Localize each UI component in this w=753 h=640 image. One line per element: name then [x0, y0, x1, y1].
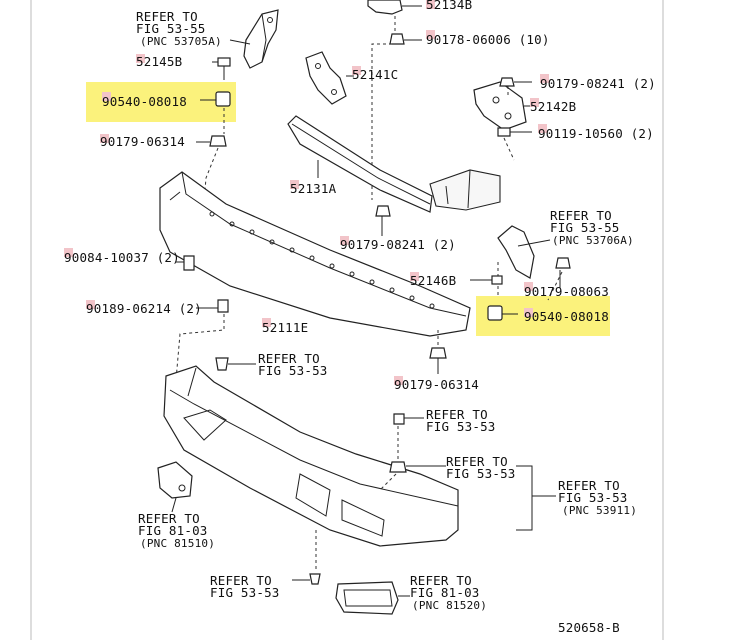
clip-refer-5353-mid: [393, 413, 424, 425]
frame-rail: [429, 169, 501, 211]
label-52141c: 52141C: [352, 67, 398, 82]
bolt-90119: [497, 127, 532, 137]
label-90179-08063: 90179-08063: [524, 284, 609, 299]
nut-90179-08241-top: [499, 77, 532, 87]
bolt-refer-5353-left: [215, 357, 256, 371]
label-52131a: 52131A: [290, 181, 337, 196]
refer-53706a-line3: (PNC 53706A): [552, 234, 634, 247]
right-page-edge: [662, 0, 664, 640]
refer-5353-d-line2: FIG 53-53: [210, 585, 280, 600]
label-90540-08018-right: 90540-08018: [524, 309, 609, 324]
refer-53706a-line1: REFER TO: [550, 208, 612, 223]
bracket-53706a: [497, 225, 551, 279]
nut-90540-left: [200, 91, 231, 107]
front-bumper-cover: [163, 365, 459, 547]
bolt-90084: [176, 255, 195, 271]
bumper-reinforcement-52111e: [159, 171, 471, 337]
part-52134b: [367, 0, 422, 15]
refer-53911-line1: REFER TO: [558, 478, 620, 493]
label-52111e: 52111E: [262, 320, 308, 335]
refer-81510-line1: REFER TO: [138, 511, 200, 526]
refer-53911-line3: (PNC 53911): [562, 504, 637, 517]
part-markers: [64, 0, 549, 385]
refer-81510-line2: FIG 81-03: [138, 523, 208, 538]
refer-5353-b-line2: FIG 53-53: [426, 419, 496, 434]
refer-53705a-line1: REFER TO: [136, 9, 198, 24]
label-90179-08241-mid: 90179-08241 (2): [340, 237, 456, 252]
refer-5353-d-line1: REFER TO: [210, 573, 272, 588]
left-page-edge: [30, 0, 32, 640]
label-90179-08241-top: 90179-08241 (2): [540, 76, 656, 91]
bolt-refer-5353-bottom: [292, 573, 321, 585]
nut-90179-08063: [555, 257, 571, 288]
bolt-52145b: [212, 57, 231, 80]
bracket-52142b: [473, 81, 532, 131]
refer-81520-line2: FIG 81-03: [410, 585, 480, 600]
label-90540-08018-left: 90540-08018: [102, 94, 187, 109]
bolt-90189: [196, 299, 229, 313]
bracket-refer-53911: [516, 465, 556, 531]
refer-5353-a-line2: FIG 53-53: [258, 363, 328, 378]
nut-90540-right: [487, 305, 518, 321]
bracket-53705a: [229, 9, 279, 69]
label-90179-06314-left: 90179-06314: [100, 134, 185, 149]
clip-90178: [389, 33, 422, 45]
diagram-id: 520658-B: [558, 620, 620, 635]
nut-90179-06314-left: [196, 135, 227, 147]
refer-5353-a-line1: REFER TO: [258, 351, 320, 366]
refer-53705a-line3: (PNC 53705A): [140, 35, 222, 48]
fog-lamp-right: [335, 581, 410, 615]
highlight-box-90540-left: [86, 82, 236, 122]
leader-52142b: [503, 86, 515, 161]
label-52142b: 52142B: [530, 99, 576, 114]
fog-lamp-left: [157, 461, 193, 513]
leader-bumper-clips: [379, 426, 399, 491]
refer-53705a-line2: FIG 53-55: [136, 21, 206, 36]
refer-81520-line1: REFER TO: [410, 573, 472, 588]
refer-5353-c-line1: REFER TO: [446, 454, 508, 469]
reinforcement-52131a: [287, 115, 433, 213]
refer-81520-line3: (PNC 81520): [412, 599, 487, 612]
refer-5353-b-line1: REFER TO: [426, 407, 488, 422]
nut-90179-06314-right: [429, 347, 447, 374]
clip-refer-5353-lower: [389, 461, 446, 473]
refer-5353-c-line2: FIG 53-53: [446, 466, 516, 481]
leader-52146b: [497, 262, 563, 301]
label-90179-06314-right: 90179-06314: [394, 377, 479, 392]
refer-53706a-line2: FIG 53-55: [550, 220, 620, 235]
label-90189-06214: 90189-06214 (2): [86, 301, 202, 316]
label-90178-06006: 90178-06006 (10): [426, 32, 550, 47]
bolt-52146b: [470, 275, 503, 285]
label-90119-10560: 90119-10560 (2): [538, 126, 654, 141]
label-52146b: 52146B: [410, 273, 456, 288]
nut-90179-08241-mid: [375, 205, 391, 236]
leader-90189: [175, 314, 225, 381]
refer-53911-line2: FIG 53-53: [558, 490, 628, 505]
bracket-52141c: [305, 51, 354, 105]
leader-52134b: [371, 16, 396, 200]
label-52134b: 52134B: [426, 0, 472, 12]
label-52145b: 52145B: [136, 54, 182, 69]
refer-81510-line3: (PNC 81510): [140, 537, 215, 550]
label-90084-10037: 90084-10037 (2): [64, 250, 180, 265]
